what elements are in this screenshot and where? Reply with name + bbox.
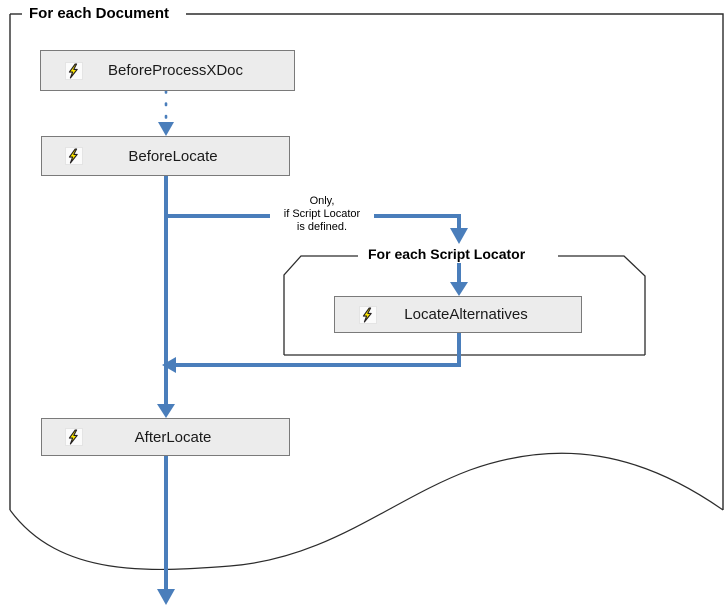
connector-trunk-main [157,176,175,418]
activity-node-beforelocate[interactable]: BeforeLocate [41,136,290,176]
lightning-bolt-icon [359,305,377,324]
connector-into-locatealternatives [450,262,468,296]
edge-annotation-script-locator-condition: Only, if Script Locator is defined. [270,195,374,234]
inner-group-label: For each Script Locator [363,245,531,263]
lightning-bolt-icon [65,61,83,80]
activity-node-afterlocate[interactable]: AfterLocate [41,418,290,456]
edge-annotation-line-3: is defined. [296,221,348,233]
lightning-bolt-icon [65,147,83,165]
edge-annotation-line-2: if Script Locator [270,208,374,221]
connector-exit-bottom [157,456,175,605]
activity-label: BeforeLocate [128,147,218,165]
activity-node-beforeprocessxdoc[interactable]: BeforeProcessXDoc [40,50,295,91]
connector-return-to-trunk [162,333,461,373]
outer-group-frame [9,13,724,570]
activity-label: BeforeProcessXDoc [107,62,244,79]
activity-label: AfterLocate [134,428,212,446]
lightning-bolt-icon [65,428,83,446]
activity-label: LocateAlternatives [404,306,528,323]
outer-group-label: For each Document [24,4,175,23]
edge-annotation-line-1: Only, [309,195,335,207]
connector-dotted-beforeprocessxdoc-to-beforelocate [158,89,174,136]
activity-node-locatealternatives[interactable]: LocateAlternatives [334,296,582,333]
